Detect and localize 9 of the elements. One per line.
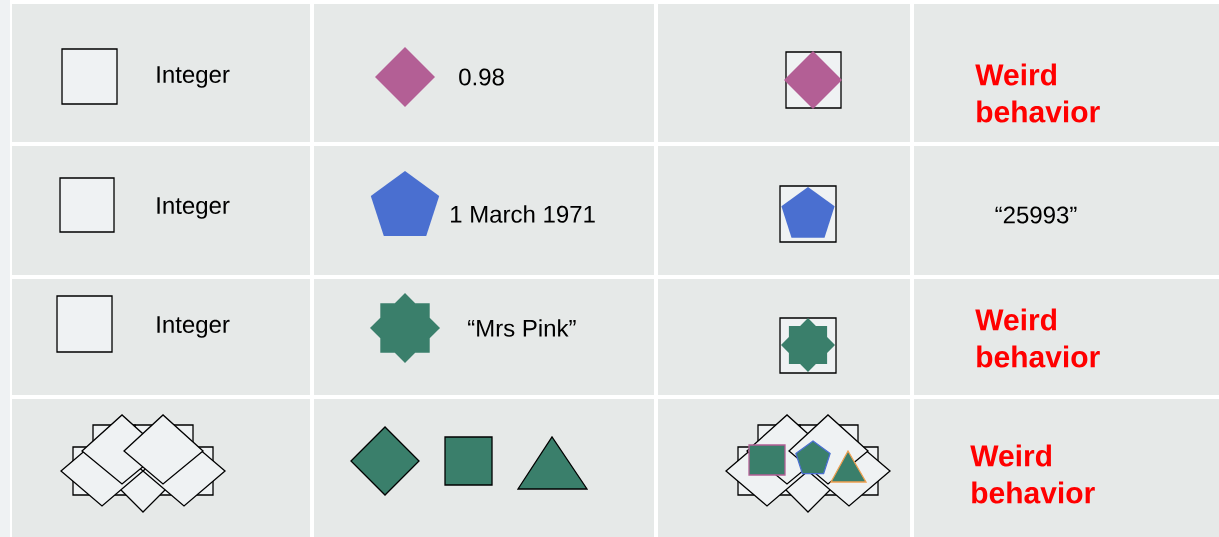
table-cell: Weird behavior	[914, 279, 1219, 395]
table-cell: Weird behavior	[914, 399, 1219, 537]
table-cell: Weird behavior	[914, 4, 1219, 142]
table-cell: Integer	[12, 146, 310, 275]
table-cell: “Mrs Pink”	[314, 279, 654, 395]
table-cell: “25993”	[914, 146, 1219, 275]
table-cell: 0.98	[314, 4, 654, 142]
table-cell: 1 March 1971	[314, 146, 654, 275]
table-cell: Integer	[12, 4, 310, 142]
